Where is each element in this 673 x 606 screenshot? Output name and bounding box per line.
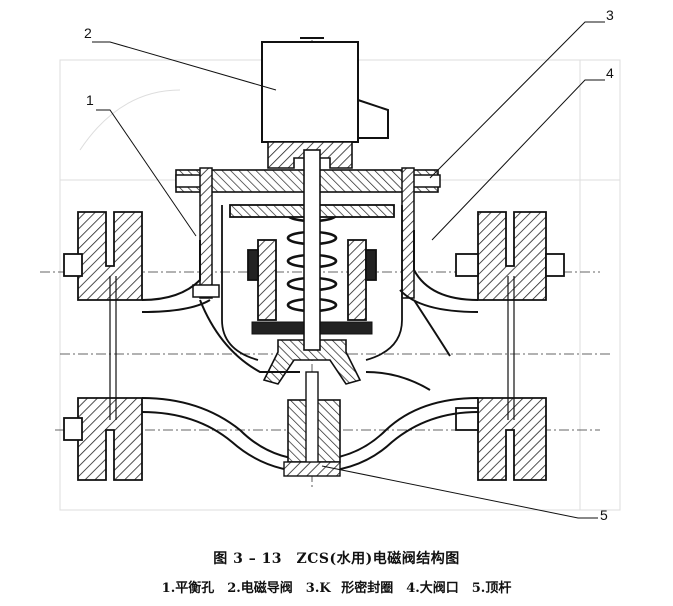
leader-lines xyxy=(92,21,605,519)
solenoid-coil-housing xyxy=(261,37,389,143)
callout-5: 5 xyxy=(600,507,608,523)
piston-k-seal xyxy=(251,149,373,385)
callout-1: 1 xyxy=(86,92,94,108)
bottom-push-rod xyxy=(283,371,341,477)
figure-caption-title: 图 3 – 13 ZCS(水用)电磁阀结构图 xyxy=(213,551,460,567)
valve-cross-section-diagram: 1 2 3 4 5 xyxy=(40,7,621,523)
right-flanges xyxy=(455,211,565,481)
figure-caption-legend: 1.平衡孔 2.电磁导阀 3.K 形密封圈 4.大阀口 5.顶杆 xyxy=(161,581,512,596)
callout-4: 4 xyxy=(606,65,614,81)
cover-bolts xyxy=(192,167,415,299)
callout-2: 2 xyxy=(84,25,92,41)
callout-3: 3 xyxy=(606,7,614,23)
left-flanges xyxy=(63,211,143,481)
